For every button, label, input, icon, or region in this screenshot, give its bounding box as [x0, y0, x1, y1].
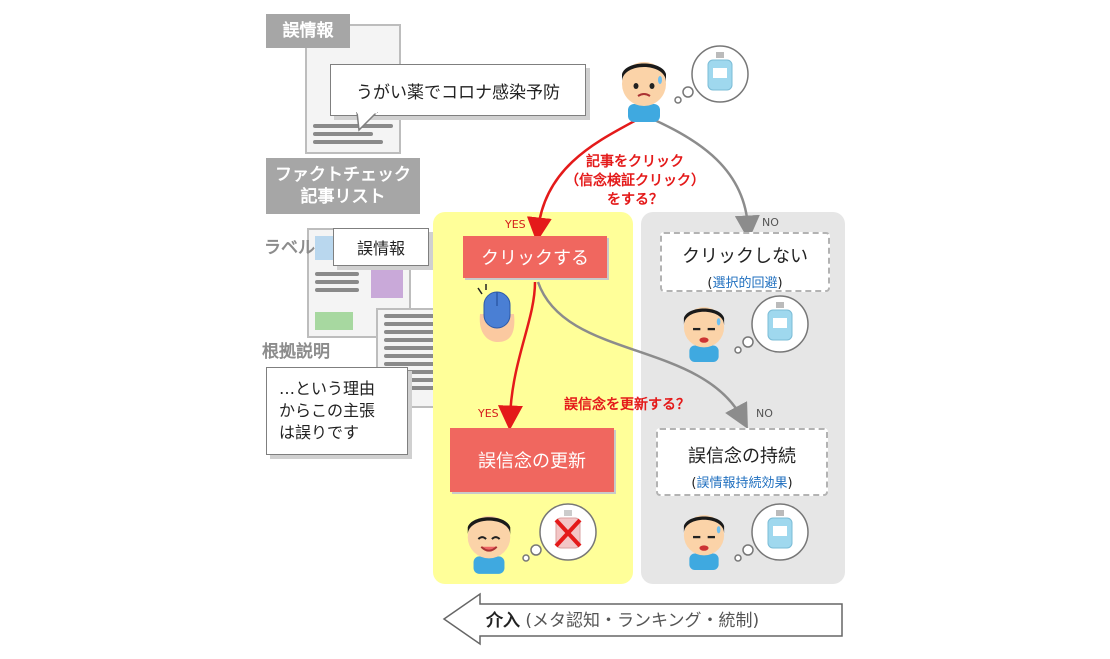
no-label-2: NO [756, 407, 773, 420]
continued-influence-text: 誤情報持続効果 [696, 476, 788, 491]
no-click-text: クリックしない [682, 246, 808, 267]
thought-sanitizer-2 [734, 295, 809, 354]
arrow-no-1 [649, 116, 760, 241]
happy-person-icon [467, 515, 511, 574]
selective-avoidance-text: 選択的回避 [712, 276, 778, 291]
reason-bubble: …という理由 からこの主張 は誤りです [266, 367, 408, 455]
arrow-yes-2 [497, 281, 537, 431]
intervention-rest: (メタ認知・ランキング・統制) [520, 611, 760, 631]
arrow-yes-1 [526, 116, 641, 243]
reason-label: 根拠説明 [262, 342, 330, 362]
arrow-no-2 [536, 281, 748, 429]
mouse-click-icon [477, 284, 515, 342]
yes-label-1: YES [505, 218, 526, 231]
selective-avoidance: (選択的回避) [707, 276, 783, 291]
thought-sanitizer-crossed [522, 503, 597, 562]
question-update: 誤信念を更新する？ [564, 397, 690, 413]
worried-person-icon-2 [683, 307, 725, 362]
reason-bubble-text: …という理由 からこの主張 は誤りです [279, 379, 376, 442]
thought-sanitizer-3 [734, 503, 809, 562]
yes-label-2: YES [478, 407, 499, 420]
continued-influence: (誤情報持続効果) [691, 476, 793, 491]
no-label-1: NO [762, 216, 779, 229]
no-click-box: クリックしない (選択的回避) [660, 232, 830, 292]
click-box: クリックする [463, 236, 607, 278]
question-click: 記事をクリック （信念検証クリック） をする？ [565, 154, 705, 208]
intervention-bold: 介入 [486, 611, 520, 631]
update-belief-box: 誤信念の更新 [450, 428, 614, 492]
intervention-arrow-shape [442, 592, 843, 646]
misinfo-bubble: うがい薬でコロナ感染予防 [330, 64, 586, 116]
factcheck-list-label: ファクトチェック 記事リスト [266, 158, 420, 214]
persist-text: 誤信念の持続 [688, 446, 796, 467]
misinfo-label: 誤情報 [266, 14, 350, 48]
worried-person-icon [622, 62, 666, 122]
persist-belief-box: 誤信念の持続 (誤情報持続効果) [656, 428, 828, 496]
worried-person-icon-3 [683, 515, 725, 570]
misinfo-bubble-tail [356, 112, 379, 132]
intervention-label: 介入 (メタ認知・ランキング・統制) [486, 606, 759, 631]
label-text: ラベル [264, 238, 315, 258]
thought-sanitizer-top [674, 45, 749, 104]
label-bubble: 誤情報 [333, 228, 429, 266]
factcheck-list-text: ファクトチェック 記事リスト [275, 165, 411, 207]
